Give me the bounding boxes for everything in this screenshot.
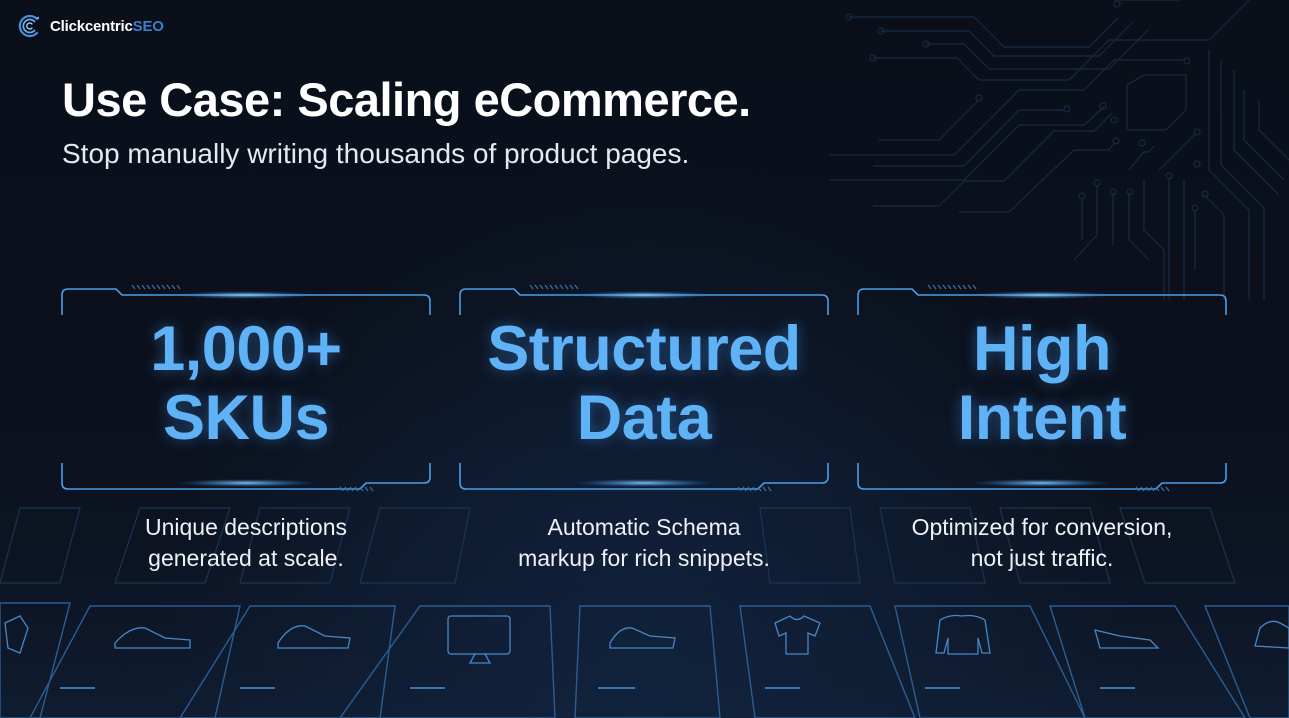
card-value-line2: Intent: [957, 383, 1127, 453]
card-description-structured-data: Automatic Schema markup for rich snippet…: [458, 512, 830, 574]
card-value-line1: Structured: [487, 314, 801, 384]
card-frame-decoration: [857, 284, 1227, 492]
card-value-line1: High: [973, 314, 1111, 384]
sneaker-icon: [1094, 629, 1160, 649]
sneaker-icon: [277, 625, 351, 649]
card-frame-decoration: [61, 284, 431, 492]
card-value: High Intent: [856, 315, 1228, 453]
product-tiles-background: [0, 488, 1289, 718]
c-swirl-logo-icon: [18, 14, 40, 38]
page-subtitle: Stop manually writing thousands of produ…: [62, 138, 690, 169]
stat-card-structured-data: Structured Data: [458, 284, 830, 493]
page-title: Use Case: Scaling eCommerce.: [62, 73, 751, 126]
card-value-line2: SKUs: [162, 383, 330, 453]
brand-name-accent: SEO: [132, 17, 164, 35]
card-value: 1,000+ SKUs: [60, 315, 432, 453]
card-description-line1: Automatic Schema: [547, 514, 741, 540]
circuit-board-decoration: [829, 0, 1289, 300]
card-value: Structured Data: [458, 315, 830, 453]
tshirt-icon: [774, 615, 821, 655]
sneaker-icon: [609, 627, 676, 649]
card-description-line2: not just traffic.: [970, 545, 1114, 571]
card-description-line2: generated at scale.: [148, 545, 344, 571]
card-description-line1: Optimized for conversion,: [911, 514, 1173, 540]
card-description-line1: Unique descriptions: [144, 514, 347, 540]
sneaker-icon: [114, 627, 191, 649]
card-value-line1: 1,000+: [150, 314, 342, 384]
sneaker-icon: [1254, 620, 1289, 649]
card-description-line2: markup for rich snippets.: [518, 545, 770, 571]
card-value-line2: Data: [576, 383, 712, 453]
monitor-icon: [447, 615, 511, 655]
card-description-skus: Unique descriptions generated at scale.: [60, 512, 432, 574]
jacket-icon: [935, 614, 991, 655]
card-description-high-intent: Optimized for conversion, not just traff…: [856, 512, 1228, 574]
brand-header: ClickcentricSEO: [16, 12, 164, 40]
stat-card-skus: 1,000+ SKUs: [60, 284, 432, 493]
card-frame-decoration: [459, 284, 829, 492]
brand-name-primary: Clickcentric: [50, 17, 133, 35]
brand-name: ClickcentricSEO: [50, 18, 164, 35]
stat-card-high-intent: High Intent: [856, 284, 1228, 493]
sweater-icon: [4, 615, 29, 654]
